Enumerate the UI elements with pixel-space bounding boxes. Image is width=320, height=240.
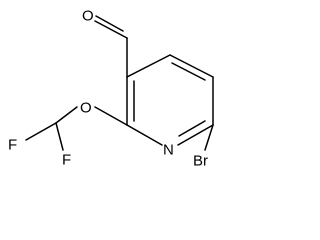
double-bond-cho-o bbox=[95, 15, 124, 32]
bromine-label: Br bbox=[193, 153, 208, 170]
difluoromethoxy-group bbox=[25, 106, 128, 151]
bond-c5-br bbox=[204, 124, 214, 151]
aldehyde-oxygen-label: O bbox=[82, 8, 94, 25]
chemical-structure-diagram: O O N Br F F bbox=[8, 8, 214, 170]
double-bond-c4-c5-inner bbox=[171, 62, 206, 81]
fluorine-top-label: F bbox=[8, 137, 17, 154]
bond-c3-c4 bbox=[126, 54, 171, 78]
fluorine-bottom-label: F bbox=[62, 152, 71, 169]
bond-c4-c5 bbox=[169, 54, 214, 78]
ether-oxygen-label: O bbox=[80, 100, 92, 117]
bond-c2-o bbox=[94, 106, 128, 126]
ring-nitrogen-label: N bbox=[163, 142, 174, 159]
bond-cho-o bbox=[94, 20, 128, 39]
double-bond-c6-n1-inner bbox=[178, 120, 206, 137]
bond-chf2-f-bottom bbox=[55, 122, 64, 151]
pyridine-ring bbox=[126, 54, 214, 146]
bond-chf2-f-top bbox=[25, 122, 57, 141]
aldehyde-group bbox=[94, 15, 128, 78]
bond-c6-n1 bbox=[177, 124, 214, 146]
bond-o-chf2 bbox=[55, 106, 78, 124]
bond-n1-c2 bbox=[126, 124, 163, 146]
